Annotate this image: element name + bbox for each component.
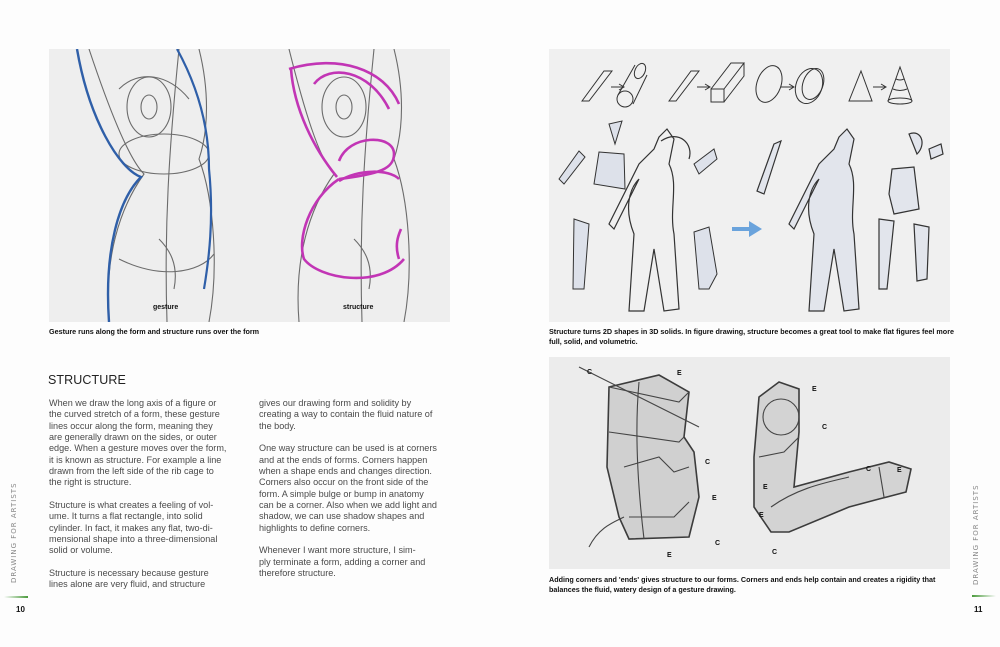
paragraph: One way structure can be used is at corn… bbox=[259, 443, 437, 533]
svg-text:E: E bbox=[763, 484, 768, 491]
svg-text:E: E bbox=[712, 495, 717, 502]
svg-text:C: C bbox=[822, 424, 827, 431]
running-head: DRAWING FOR ARTISTS bbox=[10, 482, 18, 583]
body-column-1: When we draw the long axis of a figure o… bbox=[49, 398, 259, 602]
structure-label: structure bbox=[343, 304, 373, 311]
body-column-2: gives our drawing form and solidity by c… bbox=[259, 398, 469, 591]
torso-sketch-illustration: gesture structure bbox=[49, 49, 450, 322]
page-number: 11 bbox=[974, 605, 983, 614]
svg-text:C: C bbox=[866, 466, 871, 473]
gesture-structure-figure: gesture structure bbox=[49, 49, 450, 322]
paragraph: Structure is what creates a feeling of v… bbox=[49, 500, 218, 556]
paragraph: gives our drawing form and solidity by c… bbox=[259, 398, 433, 431]
page-number: 10 bbox=[16, 605, 25, 614]
folio-rule bbox=[972, 595, 996, 597]
svg-text:C: C bbox=[587, 369, 592, 376]
svg-text:E: E bbox=[897, 467, 902, 474]
svg-text:E: E bbox=[812, 386, 817, 393]
paragraph: Whenever I want more structure, I sim- p… bbox=[259, 545, 426, 579]
svg-text:C: C bbox=[705, 459, 710, 466]
gesture-label: gesture bbox=[153, 304, 178, 311]
figure-construction-illustration bbox=[549, 49, 950, 322]
svg-text:E: E bbox=[759, 512, 764, 519]
transform-arrow-icon bbox=[732, 221, 762, 237]
folio-rule bbox=[4, 596, 28, 598]
left-page: gesture structure Gesture runs along the… bbox=[4, 49, 469, 614]
svg-text:C: C bbox=[715, 540, 720, 547]
running-head: DRAWING FOR ARTISTS bbox=[972, 484, 980, 585]
paragraph: Structure is necessary because gesture l… bbox=[49, 568, 209, 590]
svg-text:E: E bbox=[667, 552, 672, 559]
svg-text:C: C bbox=[772, 549, 777, 556]
annotation-labels: C E C E C E E C E C E E C bbox=[587, 369, 902, 559]
shapes-to-solids-figure bbox=[549, 49, 950, 322]
bottom-figure-caption: Adding corners and 'ends' gives structur… bbox=[549, 575, 936, 594]
top-figure-caption: Structure turns 2D shapes in 3D solids. … bbox=[549, 327, 954, 346]
section-heading: STRUCTURE bbox=[48, 373, 126, 387]
paragraph: When we draw the long axis of a figure o… bbox=[49, 398, 227, 488]
arm-torso-structure-illustration: C E C E C E E C E C E E C bbox=[549, 357, 950, 569]
right-page: Structure turns 2D shapes in 3D solids. … bbox=[500, 0, 1000, 647]
corners-and-ends-figure: C E C E C E E C E C E E C bbox=[549, 357, 950, 569]
figure-caption: Gesture runs along the form and structur… bbox=[49, 327, 260, 336]
svg-text:E: E bbox=[677, 370, 682, 377]
